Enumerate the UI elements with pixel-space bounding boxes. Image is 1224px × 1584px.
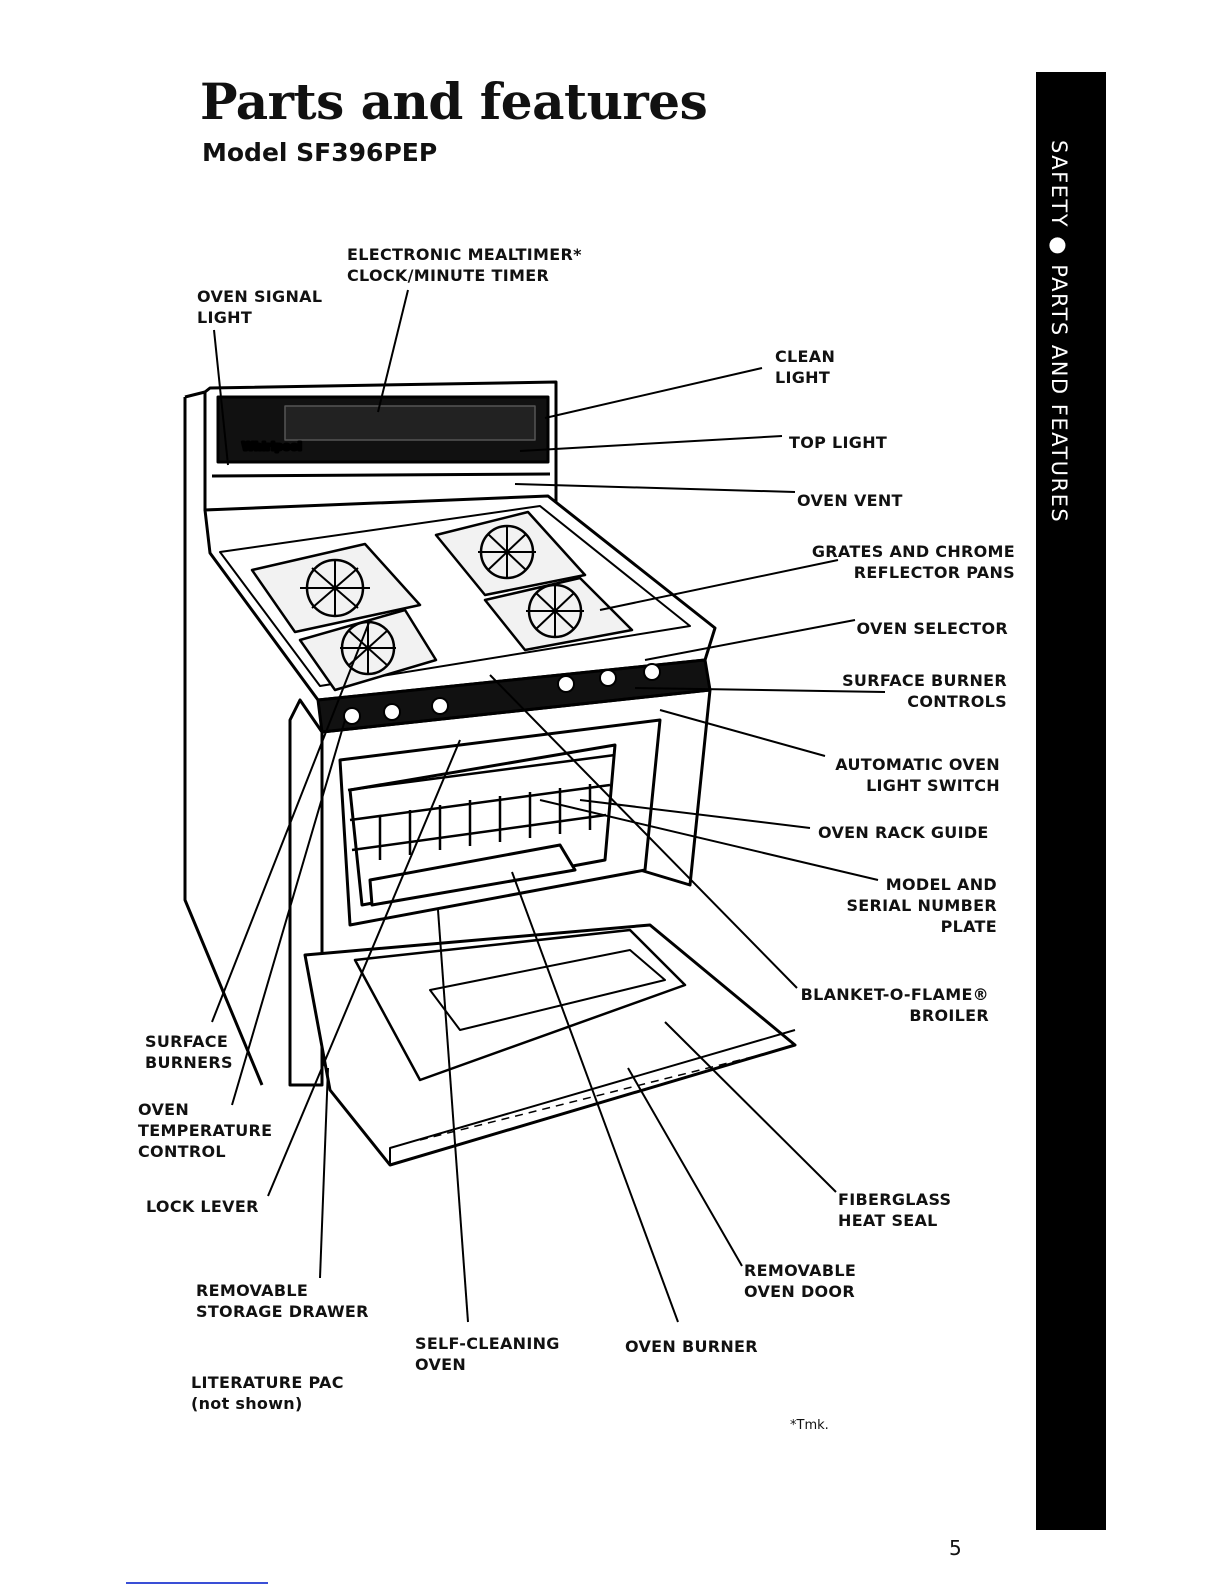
label-oven-selector: OVEN SELECTOR [856,619,1008,638]
footer-rule [126,1582,268,1584]
svg-text:Whirlpool: Whirlpool [242,440,302,453]
page-title: Parts and features [200,72,708,131]
section-sidebar [1036,72,1106,1530]
label-surface-burner-controls: SURFACE BURNER CONTROLS [842,671,1007,711]
range-body: Whirlpool [183,380,797,1167]
label-oven-burner: OVEN BURNER [625,1337,758,1356]
label-blanket-o-flame-broiler: BLANKET-O-FLAME® BROILER [800,985,989,1025]
label-self-cleaning-oven: SELF-CLEANING OVEN [415,1334,560,1374]
label-oven-vent: OVEN VENT [797,491,903,510]
leader-lines [211,289,886,1323]
page-number: 5 [949,1536,962,1560]
label-grates-reflector-pans: GRATES AND CHROME REFLECTOR PANS [811,542,1015,582]
label-fiberglass-heat-seal: FIBERGLASS HEAT SEAL [838,1190,952,1230]
label-electronic-mealtimer: ELECTRONIC MEALTIMER* CLOCK/MINUTE TIMER [347,245,582,285]
label-removable-storage-drawer: REMOVABLE STORAGE DRAWER [196,1281,369,1321]
label-model-serial-plate: MODEL AND SERIAL NUMBER PLATE [846,875,997,936]
label-literature-pac: LITERATURE PAC (not shown) [191,1373,344,1413]
label-automatic-oven-light-switch: AUTOMATIC OVEN LIGHT SWITCH [835,755,1000,795]
label-clean-light: CLEAN LIGHT [775,347,836,387]
label-oven-rack-guide: OVEN RACK GUIDE [818,823,989,842]
label-oven-temperature-control: OVEN TEMPERATURE CONTROL [138,1100,273,1161]
label-surface-burners: SURFACE BURNERS [145,1032,233,1072]
label-top-light: TOP LIGHT [789,433,888,452]
label-oven-signal-light: OVEN SIGNAL LIGHT [197,287,323,327]
trademark-footnote: *Tmk. [790,1418,829,1433]
label-removable-oven-door: REMOVABLE OVEN DOOR [744,1261,857,1301]
label-lock-lever: LOCK LEVER [146,1197,259,1216]
model-number: Model SF396PEP [202,138,438,167]
